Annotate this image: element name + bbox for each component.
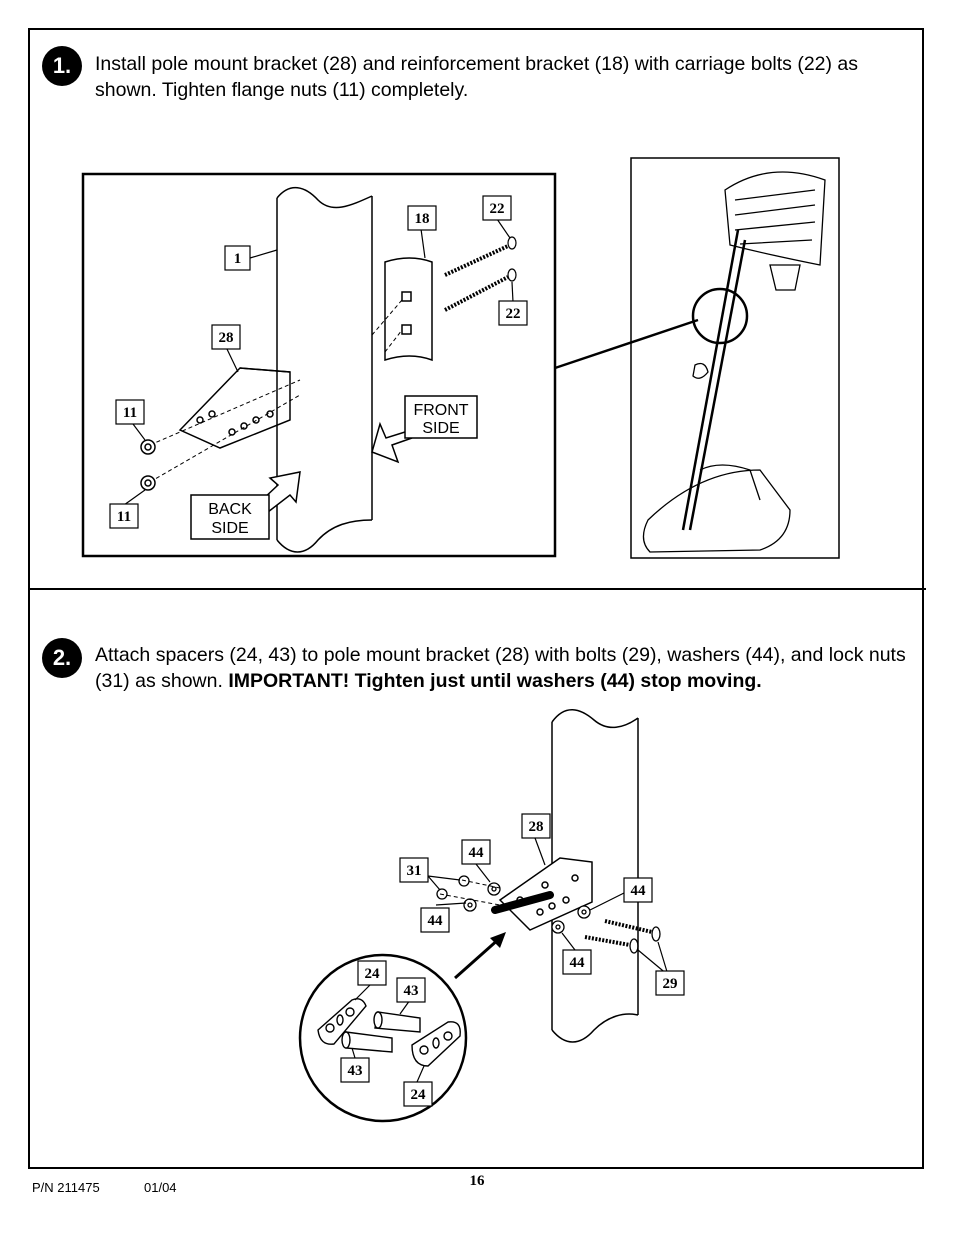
reinforcement-bracket-18 bbox=[384, 257, 433, 362]
svg-text:44: 44 bbox=[570, 955, 586, 971]
label-washer-44-right: 44 bbox=[623, 877, 653, 903]
carriage-bolts-22 bbox=[444, 236, 517, 312]
label-bracket-28: 28 bbox=[211, 324, 241, 350]
step1-instructions: Install pole mount bracket (28) and rein… bbox=[95, 53, 859, 101]
spacers-24-43 bbox=[317, 998, 461, 1067]
label-spacer-24-top: 24 bbox=[357, 960, 387, 986]
leader-lines-step2 bbox=[427, 837, 669, 976]
step1-badge: 1. bbox=[42, 46, 82, 86]
svg-text:24: 24 bbox=[365, 966, 381, 982]
step2-instructions: Attach spacers (24, 43) to pole mount br… bbox=[95, 642, 915, 694]
revision-date: 01/04 bbox=[144, 1180, 177, 1195]
part-number: P/N 211475 bbox=[32, 1180, 100, 1195]
svg-text:28: 28 bbox=[219, 330, 234, 346]
svg-text:11: 11 bbox=[117, 509, 131, 525]
label-washer-44-top: 44 bbox=[461, 839, 491, 865]
step2-text-important: IMPORTANT! Tighten just until washers (4… bbox=[228, 670, 762, 692]
svg-text:1: 1 bbox=[234, 251, 242, 267]
step1-detail-box bbox=[81, 172, 557, 558]
svg-text:43: 43 bbox=[404, 983, 419, 999]
label-nut-11-top: 11 bbox=[115, 399, 145, 425]
label-pole-1: 1 bbox=[224, 245, 251, 271]
label-washer-44-bottom: 44 bbox=[562, 949, 592, 975]
svg-text:44: 44 bbox=[469, 845, 485, 861]
mount-bracket-28-step2 bbox=[491, 857, 593, 931]
detail-arrow bbox=[454, 936, 501, 980]
step1-diagram bbox=[81, 157, 840, 559]
callout-line bbox=[554, 318, 699, 370]
label-locknut-31: 31 bbox=[399, 857, 429, 883]
overview-box bbox=[630, 157, 840, 559]
back-side-arrow bbox=[261, 471, 301, 513]
overview-hoop bbox=[642, 171, 826, 553]
guide-lines bbox=[149, 299, 403, 483]
svg-text:44: 44 bbox=[631, 883, 647, 899]
label-bolt-22-top: 22 bbox=[482, 195, 512, 221]
front-side-label-1: FRONT bbox=[413, 402, 468, 419]
label-spacer-24-bottom: 24 bbox=[403, 1081, 433, 1107]
step1-labels: 1 18 22 22 28 11 11 FRONT SIDE BACK SIDE bbox=[109, 195, 528, 537]
step-divider bbox=[28, 588, 926, 590]
svg-text:29: 29 bbox=[663, 976, 678, 992]
label-bolts-29: 29 bbox=[655, 970, 685, 996]
svg-text:11: 11 bbox=[123, 405, 137, 421]
step2-text-plain: Attach spacers (24, 43) to pole mount br… bbox=[95, 644, 906, 692]
label-washer-44-left: 44 bbox=[420, 907, 450, 933]
svg-text:18: 18 bbox=[415, 211, 430, 227]
bolts-29 bbox=[584, 919, 661, 954]
washers-nuts-step2 bbox=[436, 875, 591, 934]
step2-badge: 2. bbox=[42, 638, 82, 678]
page-frame bbox=[28, 28, 924, 1169]
label-spacer-43-bottom: 43 bbox=[340, 1057, 370, 1083]
svg-text:43: 43 bbox=[348, 1063, 363, 1079]
label-nut-11-bottom: 11 bbox=[109, 503, 139, 529]
svg-text:22: 22 bbox=[490, 201, 505, 217]
flange-nuts-11 bbox=[140, 439, 156, 491]
svg-text:28: 28 bbox=[529, 819, 544, 835]
back-side-label-2: SIDE bbox=[211, 520, 248, 537]
label-bracket-18: 18 bbox=[407, 205, 437, 231]
svg-text:24: 24 bbox=[411, 1087, 427, 1103]
page-number: 16 bbox=[469, 1173, 485, 1189]
front-side-arrow bbox=[371, 421, 413, 464]
svg-text:22: 22 bbox=[506, 306, 521, 322]
label-bolt-22-bottom: 22 bbox=[498, 300, 528, 326]
label-bracket-28-s2: 28 bbox=[521, 813, 551, 839]
front-side-label-2: SIDE bbox=[422, 420, 459, 437]
svg-text:44: 44 bbox=[428, 913, 444, 929]
label-spacer-43-top: 43 bbox=[396, 977, 426, 1003]
back-side-label-1: BACK bbox=[208, 501, 252, 518]
svg-text:31: 31 bbox=[407, 863, 422, 879]
